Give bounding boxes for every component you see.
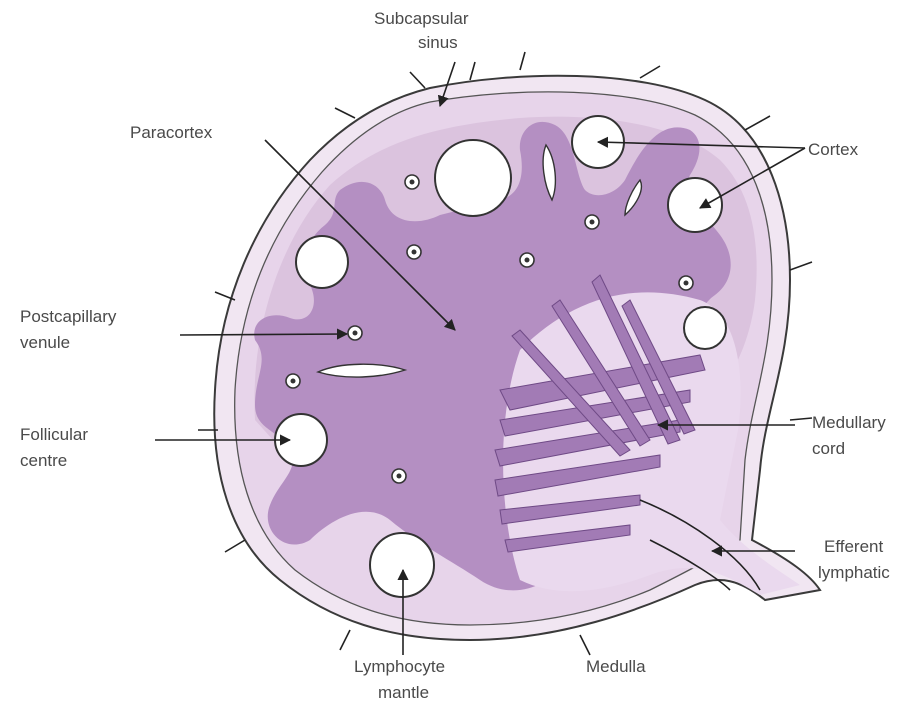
venule-icon — [405, 175, 419, 189]
follicle-circle — [668, 178, 722, 232]
label-paracortex: Paracortex — [130, 123, 213, 142]
label-efferent-line2: lymphatic — [818, 563, 890, 582]
venule-icon — [286, 374, 300, 388]
postcapillary-leader — [180, 334, 347, 335]
venule-icon — [585, 215, 599, 229]
label-medullary-line2: cord — [812, 439, 845, 458]
label-postcapillary-line2: venule — [20, 333, 70, 352]
label-lymphocyte-line2: mantle — [378, 683, 429, 702]
label-medulla: Medulla — [586, 657, 646, 676]
label-follicular-line2: centre — [20, 451, 67, 470]
label-postcapillary-line1: Postcapillary — [20, 307, 117, 326]
label-subcapsular-sinus-line1: Subcapsular — [374, 9, 469, 28]
label-follicular-line1: Follicular — [20, 425, 88, 444]
label-medullary-line1: Medullary — [812, 413, 886, 432]
venule-icon — [407, 245, 421, 259]
venule-icon — [679, 276, 693, 290]
label-subcapsular-sinus-line2: sinus — [418, 33, 458, 52]
venule-icon — [520, 253, 534, 267]
label-cortex: Cortex — [808, 140, 859, 159]
label-efferent-line1: Efferent — [824, 537, 884, 556]
follicle-circle — [684, 307, 726, 349]
follicle-circle — [296, 236, 348, 288]
label-lymphocyte-line1: Lymphocyte — [354, 657, 445, 676]
follicle-circle — [435, 140, 511, 216]
venule-icon — [348, 326, 362, 340]
venule-icon — [392, 469, 406, 483]
follicle-circle — [370, 533, 434, 597]
